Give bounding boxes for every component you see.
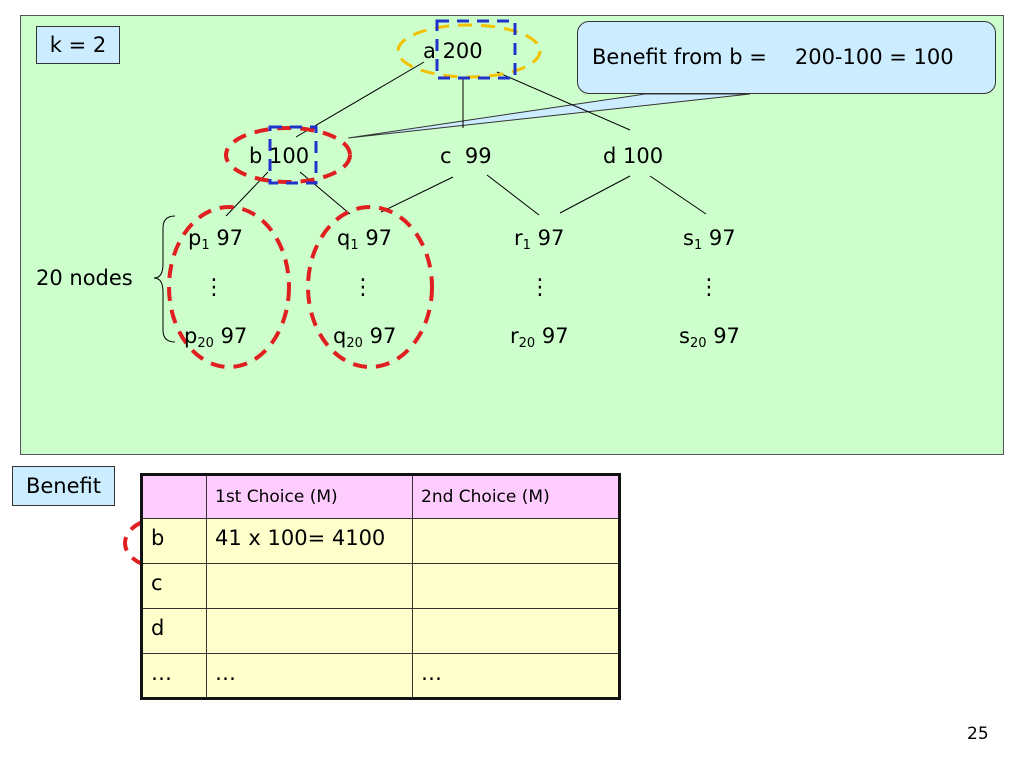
table-cell	[412, 518, 620, 564]
vdots-q: ⋮	[352, 275, 374, 300]
table-cell: …	[206, 653, 413, 699]
node-d: d 100	[603, 144, 664, 168]
benefit-table: 1st Choice (M) 2nd Choice (M) b 41 x 100…	[140, 473, 621, 700]
edge-a-b	[295, 61, 425, 138]
node-s1: s1 97	[683, 226, 736, 253]
header-cell-blank	[141, 474, 207, 519]
edge-a-d	[496, 71, 631, 131]
vdots-s: ⋮	[698, 275, 720, 300]
page-number: 25	[967, 724, 989, 744]
callout-text: Benefit from b =	[592, 45, 767, 69]
row-label: b	[141, 518, 207, 564]
table-cell: …	[412, 653, 620, 699]
vdots-r: ⋮	[529, 275, 551, 300]
group-brace	[153, 215, 176, 343]
table-cell	[412, 608, 620, 654]
header-cell-1st-choice: 1st Choice (M)	[206, 474, 413, 519]
header-cell-2nd-choice: 2nd Choice (M)	[412, 474, 620, 519]
blue-marker-b	[268, 125, 318, 185]
edge-d-r	[559, 175, 631, 214]
node-p20: p20 97	[184, 324, 248, 351]
row-label: d	[141, 608, 207, 654]
table-cell	[206, 608, 413, 654]
edge-c-q	[380, 176, 454, 213]
node-s20: s20 97	[679, 324, 740, 351]
node-b: b 100	[249, 144, 310, 168]
benefit-callout: Benefit from b = 200-100 = 100	[577, 21, 996, 94]
node-p1: p1 97	[188, 226, 244, 253]
k-label: k = 2	[36, 26, 120, 64]
table-cell: 41 x 100= 4100	[206, 518, 413, 564]
node-r1: r1 97	[514, 226, 565, 253]
benefit-label: Benefit	[12, 466, 115, 506]
group-label-20-nodes: 20 nodes	[36, 266, 133, 290]
node-q1: q1 97	[337, 226, 393, 253]
table-header-row: 1st Choice (M) 2nd Choice (M)	[141, 474, 620, 519]
callout-expr: 200-100	[794, 45, 883, 69]
row-label: c	[141, 563, 207, 609]
table-row: b 41 x 100= 4100	[141, 518, 620, 564]
table-cell	[412, 563, 620, 609]
red-marker-p	[167, 205, 291, 369]
table-row: … … …	[141, 653, 620, 699]
callout-pointer	[347, 93, 751, 139]
node-r20: r20 97	[510, 324, 569, 351]
node-a: a 200	[423, 39, 483, 63]
red-marker-q	[306, 205, 434, 369]
row-label: …	[141, 653, 207, 699]
node-q20: q20 97	[333, 324, 397, 351]
table-row: d	[141, 608, 620, 654]
blue-marker-a	[435, 19, 517, 80]
table-cell	[206, 563, 413, 609]
edge-d-s	[649, 175, 707, 215]
table-row: c	[141, 563, 620, 609]
edge-c-r	[486, 174, 540, 216]
vdots-p: ⋮	[203, 275, 225, 300]
callout-eq: = 100	[889, 45, 954, 69]
node-c: c 99	[440, 144, 492, 168]
